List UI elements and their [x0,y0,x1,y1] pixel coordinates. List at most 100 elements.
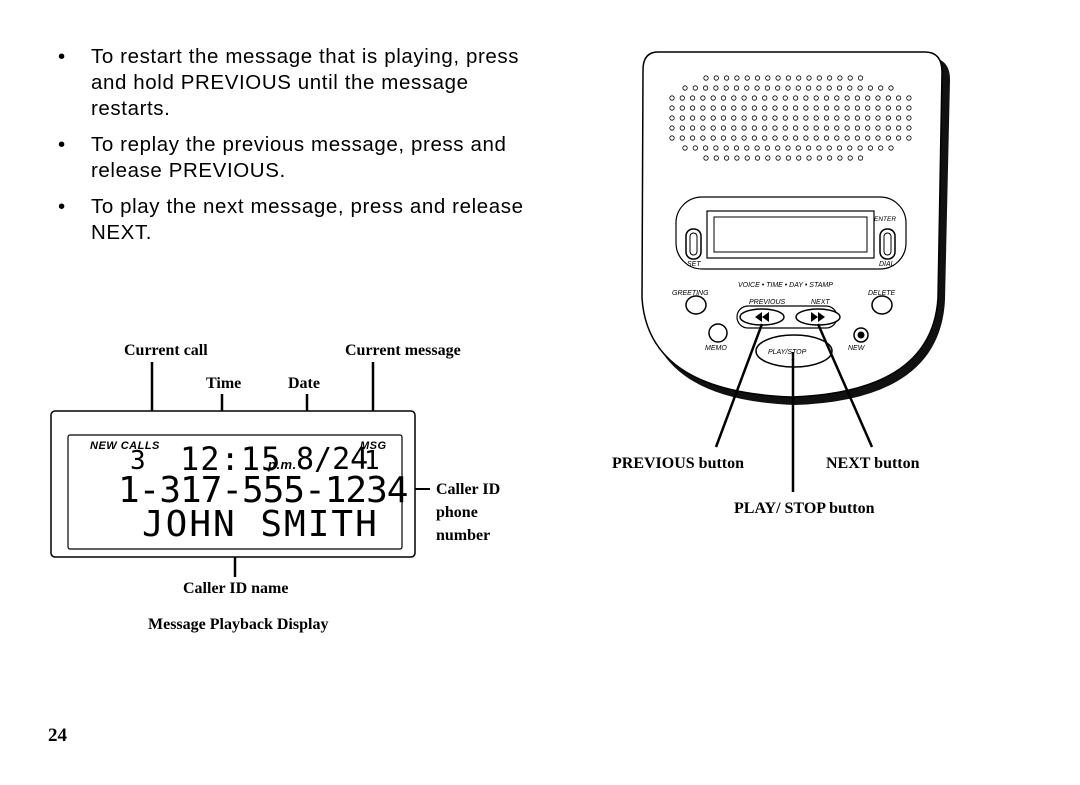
speaker-hole [741,105,747,111]
speaker-hole [754,145,760,151]
speaker-hole [710,95,716,101]
speaker-hole [731,105,737,111]
label-caller-id: Caller ID [436,481,501,498]
speaker-hole [762,135,768,141]
speaker-hole [823,125,830,131]
speaker-hole [734,155,740,161]
speaker-hole [741,95,747,101]
speaker-hole [813,95,819,101]
speaker-hole [764,145,771,151]
speaker-hole [803,135,809,141]
speaker-hole [795,85,801,91]
speaker-hole [792,135,799,141]
previous-label: PREVIOUS [749,299,786,306]
delete-button [871,295,893,315]
speaker-hole [703,155,709,161]
speaker-hole [775,75,781,81]
speaker-hole [682,145,688,151]
speaker-hole [813,105,819,111]
speaker-hole [731,135,737,141]
speaker-hole [713,155,719,161]
speaker-grille [669,75,912,161]
speaker-hole [731,115,737,121]
speaker-hole [689,115,696,121]
speaker-hole [867,145,874,151]
speaker-hole [834,135,840,141]
delete-label: DELETE [868,290,896,297]
speaker-hole [720,95,727,101]
speaker-hole [854,125,861,131]
speaker-hole [710,115,716,121]
speaker-hole [836,145,843,151]
speaker-hole [731,95,737,101]
page-number: 24 [48,725,67,746]
greeting-button [685,295,707,315]
speaker-hole [826,85,832,91]
speaker-hole [744,75,750,81]
speaker-hole [710,135,716,141]
speaker-hole [895,125,902,131]
speaker-hole [844,105,850,111]
dial-label: DIAL [879,261,895,268]
speaker-hole [834,105,840,111]
speaker-hole [865,105,871,111]
voice-time-day-stamp-label: VOICE • TIME • DAY • STAMP [738,282,833,289]
speaker-hole [823,105,830,111]
speaker-hole [744,85,750,91]
speaker-hole [805,85,812,91]
speaker-hole [795,145,801,151]
speaker-hole [857,155,864,161]
memo-button [708,323,728,343]
speaker-hole [865,115,871,121]
speaker-hole [782,115,788,121]
speaker-hole [857,145,863,151]
speaker-hole [692,85,698,91]
speaker-hole [875,95,881,101]
speaker-hole [751,125,758,131]
speaker-hole [857,75,864,81]
lcd-phone-number: 1-317-555-1234 [118,470,408,511]
speaker-hole [823,135,830,141]
speaker-hole [702,85,709,91]
speaker-hole [713,85,719,91]
speaker-hole [813,135,819,141]
lcd-caller-name: JOHN SMITH [142,504,379,545]
speaker-hole [679,125,685,131]
speaker-hole [816,85,822,91]
speaker-hole [754,85,760,91]
speaker-hole [885,115,891,121]
speaker-hole [700,125,706,131]
speaker-hole [785,145,791,151]
speaker-hole [803,125,809,131]
bullet-symbol: • [58,133,66,156]
speaker-hole [792,115,799,121]
speaker-hole [854,95,861,101]
speaker-hole [679,105,685,111]
speaker-hole [906,105,912,111]
lcd-msg: MSG [360,440,387,452]
speaker-hole [754,75,761,81]
label-previous-button: PREVIOUS button [612,455,745,472]
speaker-hole [710,125,716,131]
speaker-hole [762,95,768,101]
speaker-hole [792,105,799,111]
instruction-text: To restart the message that is playing, … [91,45,520,120]
speaker-hole [785,155,792,161]
speaker-hole [741,125,747,131]
speaker-hole [805,145,812,151]
speaker-hole [875,105,881,111]
speaker-hole [689,95,696,101]
instruction-text: To replay the previous message, press an… [91,133,507,182]
speaker-hole [765,155,771,161]
speaker-hole [751,135,758,141]
speaker-hole [847,145,853,151]
speaker-hole [836,85,843,91]
speaker-hole [834,115,840,121]
play-stop-label: PLAY/STOP [768,349,807,356]
speaker-hole [895,95,902,101]
speaker-hole [847,75,853,81]
speaker-hole [834,95,840,101]
device-screen-inner [713,216,868,253]
speaker-hole [744,155,750,161]
